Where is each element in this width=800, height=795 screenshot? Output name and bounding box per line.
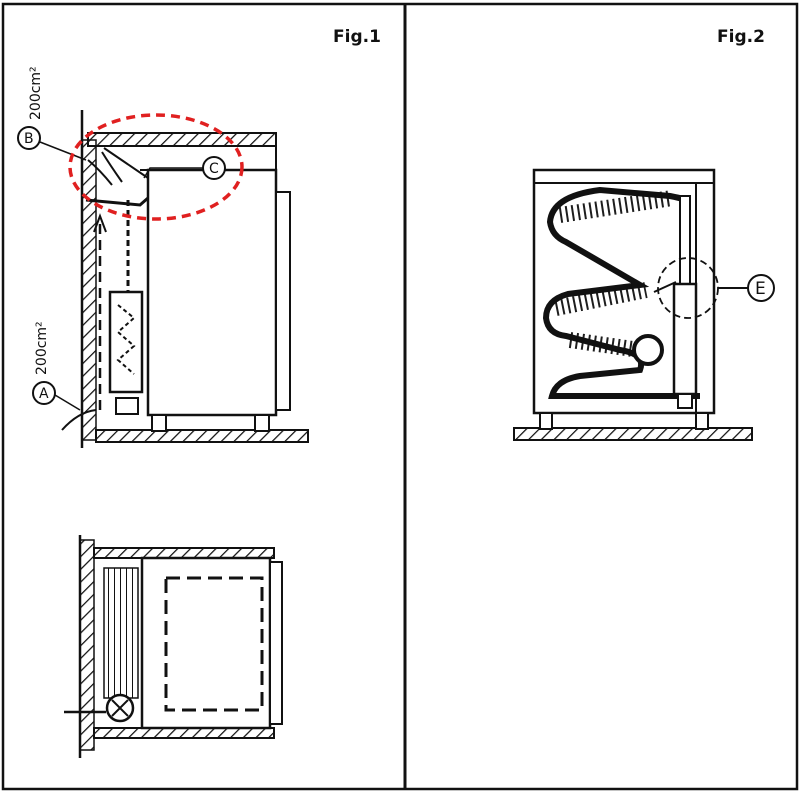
fig2-condenser-fins-upper xyxy=(558,190,674,223)
highlight-ellipse xyxy=(68,113,244,221)
fig1-top-enclosure xyxy=(87,132,277,147)
label-a: A xyxy=(39,386,49,402)
label-a-leader xyxy=(54,394,81,411)
fig1-boiler xyxy=(108,290,144,394)
fig1-airflow-out xyxy=(87,159,113,186)
fig1-foot-left xyxy=(151,414,167,432)
plan-bottom-enclosure xyxy=(93,727,275,739)
fig1-burner xyxy=(115,397,139,415)
label-b-circle xyxy=(17,126,41,150)
label-a-circle xyxy=(32,381,56,405)
fig2-boiler-cap xyxy=(677,393,693,409)
fig1-airflow-up-head xyxy=(93,213,107,233)
plan-fridge-door xyxy=(269,561,283,725)
fig2-foot-left xyxy=(539,412,553,430)
plan-condenser-fins xyxy=(103,567,139,699)
plan-freezer-box xyxy=(164,576,264,712)
fig2-coil-ring xyxy=(632,334,664,366)
fig1-airflow-out-2 xyxy=(101,151,123,183)
label-b-leader xyxy=(39,141,87,161)
fig1-floor xyxy=(95,429,309,443)
fig1-wall-hatch xyxy=(81,139,97,441)
fig1-deflector-slope xyxy=(103,147,149,179)
label-e: E xyxy=(755,279,766,299)
fig1-plan-view xyxy=(64,535,283,758)
fig2-riser-tube xyxy=(679,195,691,287)
fig1-fridge-body xyxy=(146,168,278,417)
vent-bottom-area: 200cm² xyxy=(34,321,50,375)
fig2-title: Fig.2 xyxy=(717,27,765,47)
label-e-circle xyxy=(747,274,775,302)
fig1-boiler-coil xyxy=(116,304,136,375)
label-c-leader xyxy=(143,167,203,179)
plan-burner-cross xyxy=(111,699,129,717)
fig1-foot-right xyxy=(254,414,270,432)
label-c: C xyxy=(209,161,219,177)
fig2-foot-right xyxy=(695,412,709,430)
fig2-condenser-tube xyxy=(542,186,700,399)
fig2-boiler xyxy=(672,282,698,396)
fig1-panel: Fig.1 B 200cm² xyxy=(17,27,381,758)
label-b: B xyxy=(24,131,34,147)
fig2-panel: Fig.2 E xyxy=(513,27,775,441)
fig1-title: Fig.1 xyxy=(333,27,381,47)
fig1-fridge-door xyxy=(275,191,291,411)
vent-top-area: 200cm² xyxy=(28,66,44,120)
fig2-floor xyxy=(513,427,753,441)
plan-top-enclosure xyxy=(93,547,275,559)
fig1-airflow-in xyxy=(61,409,97,431)
plan-wall-hatch xyxy=(79,539,95,751)
fig1-deflector xyxy=(85,196,149,207)
plan-fridge-body xyxy=(140,556,272,730)
